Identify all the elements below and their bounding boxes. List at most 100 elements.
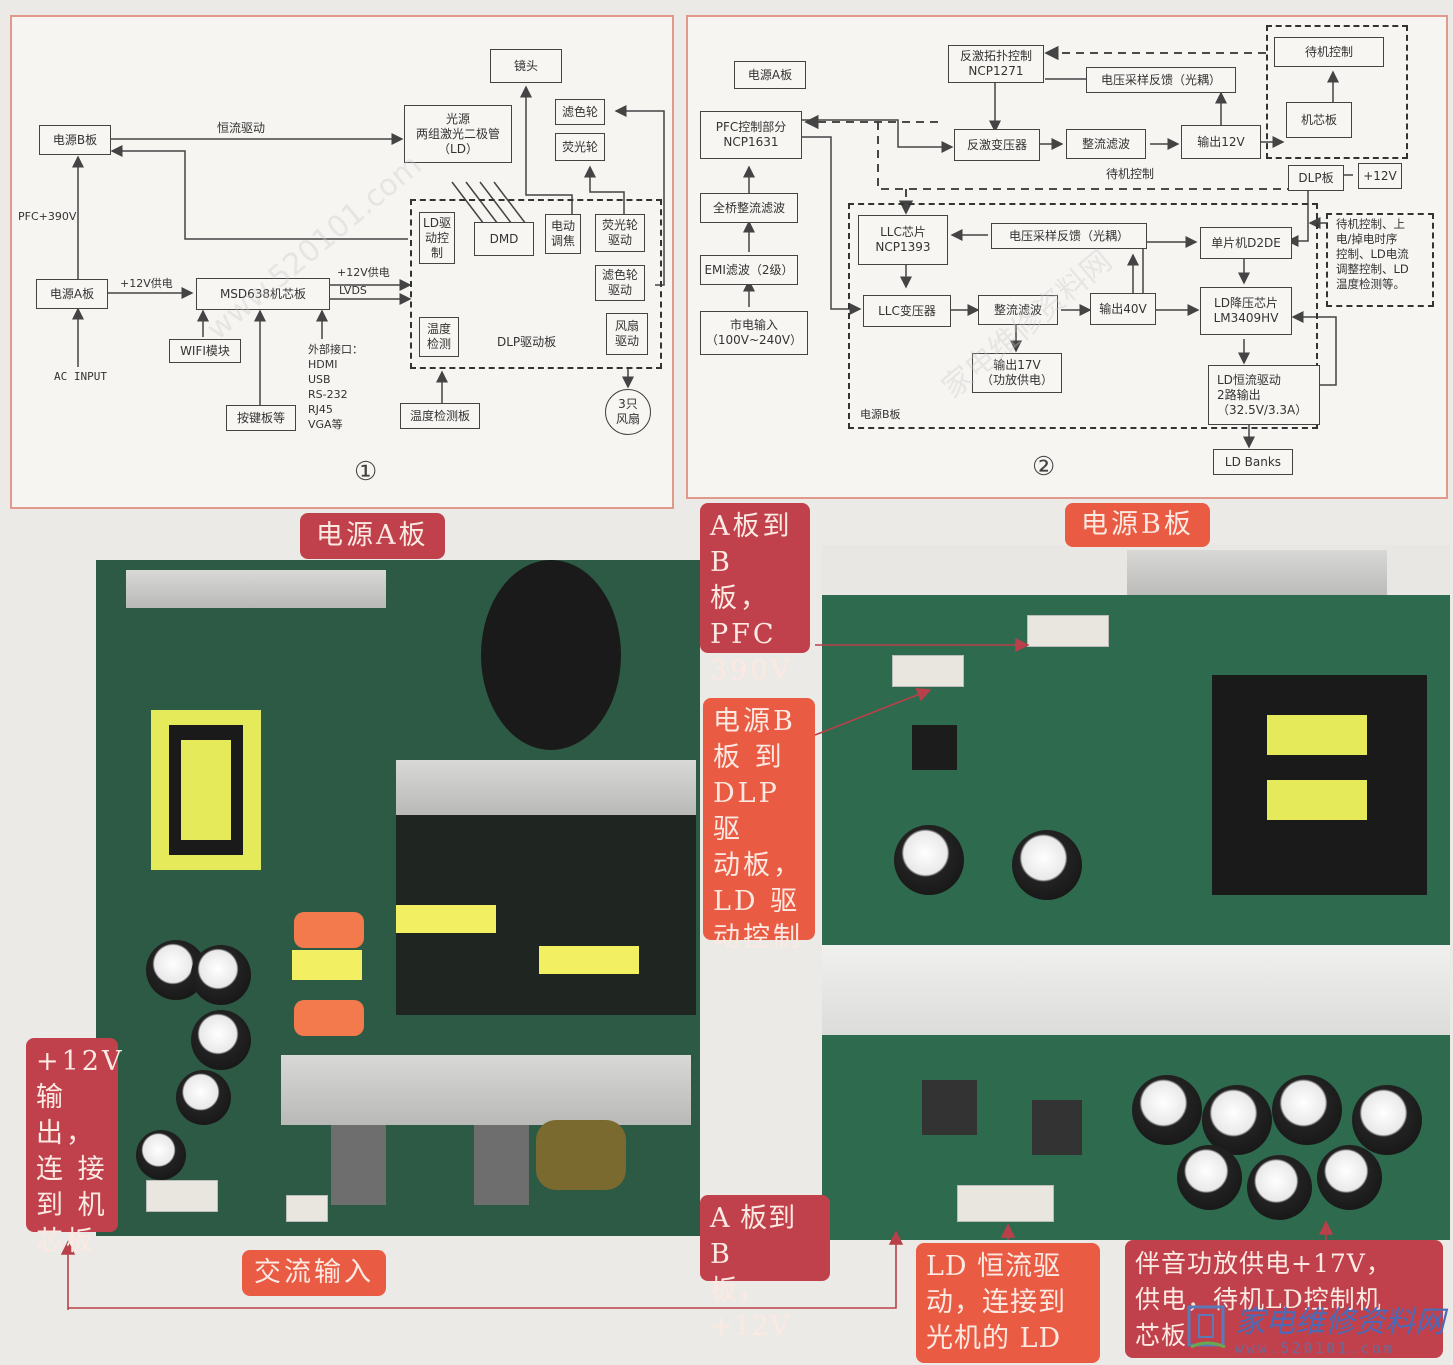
box-rectifier-1: 整流滤波 xyxy=(1066,129,1146,159)
common-mode-choke xyxy=(536,1120,626,1190)
electrolytic-capacitor xyxy=(176,1070,231,1125)
electrolytic-capacitor xyxy=(191,1010,251,1070)
box-plus-12v: +12V xyxy=(1358,163,1402,189)
standby-group-outline xyxy=(1266,25,1408,159)
box-flyback-transformer: 反激变压器 xyxy=(954,129,1040,161)
transformer xyxy=(151,710,261,870)
box-color-wheel: 滤色轮 xyxy=(555,99,605,125)
box-output-12v: 输出12V xyxy=(1181,125,1261,159)
box-fan-drive: 风扇 驱动 xyxy=(606,313,648,355)
box-temp-board: 温度检测板 xyxy=(400,403,480,429)
site-logo: 家电维修资料网 www.520101.com xyxy=(1185,1297,1445,1357)
title-power-board-a: 电源A板 xyxy=(300,513,445,559)
callout-a-to-b-pfc: A板到 B 板， PFC 390V xyxy=(700,503,810,686)
bridge-rectifier xyxy=(331,1125,386,1205)
electrolytic-capacitor xyxy=(1317,1145,1382,1210)
label-pfc-390v: PFC+390V xyxy=(18,210,77,223)
logo-site-url: www.520101.com xyxy=(1235,1341,1396,1357)
power-b-board-outline xyxy=(848,203,1318,429)
label-12v-supply-a: +12V供电 xyxy=(120,277,173,290)
box-power-a: 电源A板 xyxy=(36,279,108,309)
power-inductor xyxy=(922,1080,977,1135)
label-const-current: 恒流驱动 xyxy=(217,121,266,135)
box-output-40v: 输出40V xyxy=(1090,293,1156,325)
power-board-a-photo xyxy=(96,560,700,1236)
box-power-a: 电源A板 xyxy=(734,61,806,89)
box-full-bridge-rectifier: 全桥整流滤波 xyxy=(700,193,798,223)
label-lvds: LVDS xyxy=(339,284,367,297)
electrolytic-capacitor xyxy=(1012,830,1082,900)
inductor-label xyxy=(539,946,639,974)
diagram-2-panel: 电源A板 反激拓扑控制 NCP1271 电压采样反馈（光耦） 待机控制 PFC控… xyxy=(686,15,1448,499)
label-standby-control: 待机控制 xyxy=(1106,167,1155,181)
callout-ac-input: 交流输入 xyxy=(242,1250,386,1296)
box-mains-input: 市电输入 （100V~240V） xyxy=(700,311,808,355)
box-fans: 3只 风扇 xyxy=(605,389,651,435)
electrolytic-capacitor xyxy=(894,825,964,895)
electrolytic-capacitor xyxy=(136,1130,186,1180)
box-ld-banks: LD Banks xyxy=(1213,449,1293,475)
box-temp-detect: 温度 检测 xyxy=(419,317,459,357)
ac-input-connector xyxy=(286,1195,328,1222)
box-wifi-module: WIFI模块 xyxy=(169,339,241,363)
box-power-b: 电源B板 xyxy=(39,125,111,155)
box-main-board: MSD638机芯板 xyxy=(196,278,330,310)
label-dlp-driver-board: DLP驱动板 xyxy=(497,335,557,349)
inductor-label xyxy=(292,950,362,980)
heatsink xyxy=(126,570,386,608)
output-connector xyxy=(146,1180,218,1212)
box-emi-filter: EMI滤波（2级） xyxy=(700,255,798,285)
callout-audio-supply: 伴音功放供电+17V， 供电，待机LD控制机 芯板 xyxy=(1125,1240,1443,1358)
diagram-1-wires xyxy=(72,85,665,409)
film-capacitor xyxy=(294,1000,364,1036)
box-voltage-feedback-1: 电压采样反馈（光耦） xyxy=(1086,67,1236,93)
callout-b-to-dlp: 电源B 板 到 DLP驱 动板， LD 驱 动控制 xyxy=(703,698,815,953)
electrolytic-capacitor xyxy=(191,945,251,1005)
label-external-ports: 外部接口： HDMI USB RS-232 RJ45 VGA等 xyxy=(308,343,363,431)
label-12v-supply-b: +12V供电 xyxy=(337,266,390,279)
box-main-board: 机芯板 xyxy=(1286,102,1352,138)
box-phosphor-drive: 荧光轮 驱动 xyxy=(595,214,645,252)
electrolytic-capacitor xyxy=(1352,1085,1422,1155)
diagram-2-wires xyxy=(743,45,1353,449)
diagram-1-panel: 电源B板 镜头 光源 两组激光二极管 （LD） 滤色轮 荧光轮 LD驱 动控 制… xyxy=(10,15,674,509)
box-standby-control: 待机控制 xyxy=(1274,37,1384,67)
box-pfc-control: PFC控制部分 NCP1631 xyxy=(700,111,802,159)
heatsink xyxy=(281,1055,691,1125)
box-phosphor-wheel: 荧光轮 xyxy=(555,133,605,161)
heatsink xyxy=(1127,550,1387,600)
dlp-driver-board-outline xyxy=(410,199,662,369)
label-ac-input: AC INPUT xyxy=(54,370,107,383)
box-motor-focus: 电动 调焦 xyxy=(545,214,581,254)
bridge-rectifier xyxy=(474,1125,529,1205)
toroid-inductor xyxy=(481,560,621,750)
inductor-label xyxy=(396,905,496,933)
box-output-17v: 输出17V （功放供电） xyxy=(972,353,1062,393)
diagram-2-number: ② xyxy=(1032,452,1056,482)
callout-a-to-b-12v: A 板到 B 板，+12V xyxy=(700,1195,830,1342)
electrolytic-capacitor xyxy=(1247,1155,1312,1220)
box-llc-transformer: LLC变压器 xyxy=(863,295,951,327)
llc-transformer xyxy=(1212,675,1427,895)
power-inductor xyxy=(1032,1100,1082,1155)
pfc-input-connector xyxy=(1027,615,1109,647)
box-light-source: 光源 两组激光二极管 （LD） xyxy=(404,105,512,163)
box-keyboard: 按键板等 xyxy=(226,405,296,431)
box-voltage-feedback-2: 电压采样反馈（光耦） xyxy=(991,223,1147,249)
callout-ld-constant-current: LD 恒流驱 动，连接到 光机的 LD xyxy=(916,1243,1100,1363)
label-mcu-note: 待机控制、上 电/掉电时序 控制、LD电流 调整控制、LD 温度检测等。 xyxy=(1336,217,1409,291)
label-power-b-board: 电源B板 xyxy=(860,408,901,421)
box-ld-driver-control: LD驱 动控 制 xyxy=(419,212,455,264)
dlp-output-connector xyxy=(892,655,964,687)
heatsink xyxy=(822,945,1450,1035)
electrolytic-capacitor xyxy=(1177,1145,1242,1210)
electrolytic-capacitor xyxy=(1132,1075,1202,1145)
box-dmd: DMD xyxy=(474,222,534,256)
mcu-note-outline xyxy=(1326,213,1434,307)
diagram-1-number: ① xyxy=(354,457,378,487)
ld-output-connector xyxy=(957,1185,1054,1222)
box-dlp-board: DLP板 xyxy=(1288,165,1344,191)
box-ld-constant-current: LD恒流驱动 2路输出 （32.5V/3.3A） xyxy=(1208,365,1320,425)
box-flyback-control: 反激拓扑控制 NCP1271 xyxy=(948,45,1044,83)
